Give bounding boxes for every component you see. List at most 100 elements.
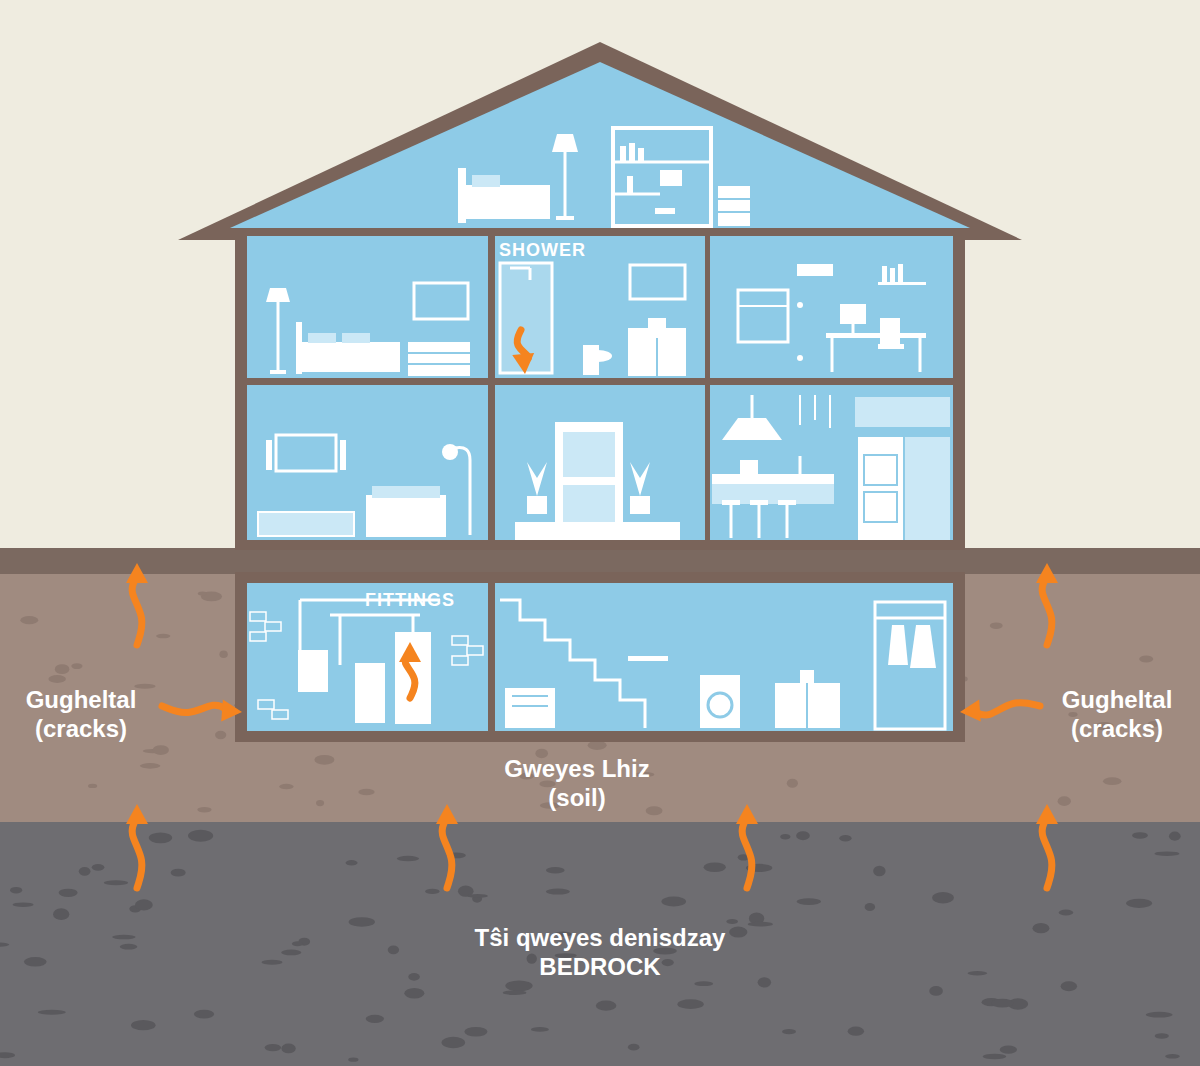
furniture-shape xyxy=(655,208,675,214)
rock-spot xyxy=(758,977,771,987)
rock-spot xyxy=(991,999,1013,1008)
furniture-shape xyxy=(563,432,615,477)
rock-spot xyxy=(677,999,703,1009)
radon-arrow xyxy=(742,818,752,888)
furniture-shape xyxy=(458,168,466,223)
furniture-shape xyxy=(882,266,887,282)
furniture-shape xyxy=(638,148,644,162)
soil-spot xyxy=(71,663,82,669)
rock-spot xyxy=(661,896,686,906)
furniture-line xyxy=(875,617,945,620)
rock-spot xyxy=(135,899,153,910)
soil-spot xyxy=(1103,777,1121,785)
crack-label: Gugheltal (cracks) xyxy=(1041,686,1193,744)
soil-spot xyxy=(197,807,211,812)
label-holder: Gugheltal (cracks) xyxy=(1041,686,1193,744)
rock-spot xyxy=(932,892,954,903)
furniture-line xyxy=(339,615,342,665)
rock-spot xyxy=(503,990,527,995)
radon-arrowhead xyxy=(1036,804,1058,824)
toilet-seat xyxy=(584,350,612,362)
furniture-shape xyxy=(342,333,370,343)
radon-arrowhead xyxy=(126,563,148,583)
rock-spot xyxy=(92,864,105,871)
rock-spot xyxy=(262,960,283,965)
furniture-shape xyxy=(366,495,446,537)
furniture-shape xyxy=(700,675,740,728)
rock-spot xyxy=(1132,832,1148,839)
region-label: FITTINGS xyxy=(365,590,485,612)
furniture-shape xyxy=(905,437,950,540)
rock-spot xyxy=(194,1010,214,1019)
soil-spot xyxy=(20,616,38,624)
radon-arrow xyxy=(974,703,1040,715)
furniture-shape xyxy=(630,496,650,514)
furniture-shape xyxy=(890,268,895,282)
rock-spot xyxy=(281,1044,295,1054)
house-walls xyxy=(235,228,965,550)
furniture-shape xyxy=(797,302,803,308)
rock-spot xyxy=(188,830,213,842)
rock-spot xyxy=(467,894,488,898)
rock-spot xyxy=(24,957,47,967)
furniture-shape xyxy=(308,333,336,343)
furniture-shape xyxy=(266,288,290,302)
radon-arrowhead xyxy=(126,804,148,824)
radon-arrow xyxy=(162,705,228,712)
crack-label: Gugheltal (cracks) xyxy=(5,686,157,744)
rock-spot xyxy=(628,1044,640,1051)
furniture-line xyxy=(408,363,470,365)
furniture-line xyxy=(758,505,761,538)
furniture-line xyxy=(299,600,302,650)
rock-spot xyxy=(1126,899,1152,908)
furniture-line xyxy=(852,324,855,333)
furniture-shape xyxy=(738,290,788,342)
room xyxy=(247,583,488,731)
radon-arrowhead xyxy=(1036,563,1058,583)
rock-spot xyxy=(968,971,988,975)
furniture-line xyxy=(277,300,280,372)
rock-spot xyxy=(404,988,424,999)
rock-spot xyxy=(596,1001,616,1011)
furniture-line xyxy=(510,267,530,270)
rock-spot xyxy=(53,908,69,920)
rock-spot xyxy=(929,986,943,996)
furniture-shape xyxy=(864,492,897,522)
radon-arrow xyxy=(405,656,415,698)
room xyxy=(247,385,488,540)
furniture-shape xyxy=(797,355,803,361)
furniture-shape xyxy=(750,500,768,505)
rock-spot xyxy=(1165,1054,1180,1058)
radon-arrowhead xyxy=(960,700,981,722)
radon-arrow xyxy=(132,577,142,645)
furniture-shape xyxy=(414,283,468,319)
stairs xyxy=(500,600,645,728)
soil-spot xyxy=(198,591,207,595)
room xyxy=(247,236,488,378)
furniture-shape xyxy=(298,650,328,692)
soil-spot xyxy=(48,675,66,683)
furniture-line xyxy=(512,695,548,697)
furniture-shape xyxy=(629,143,635,162)
bedrock-band xyxy=(0,822,1200,1066)
furniture-shape xyxy=(660,170,682,186)
furniture-line xyxy=(529,268,532,280)
radon-arrow xyxy=(442,818,452,888)
furniture-line xyxy=(814,395,816,420)
furniture-line xyxy=(730,505,733,538)
furniture-line xyxy=(919,338,922,372)
rock-spot xyxy=(1155,1033,1169,1038)
rock-spot xyxy=(13,902,34,907)
rock-spot xyxy=(408,973,420,981)
soil-spot xyxy=(787,779,798,788)
rock-spot xyxy=(397,856,419,861)
brick xyxy=(452,656,468,665)
rock-spot xyxy=(1061,981,1077,991)
rock-spot xyxy=(425,889,439,894)
furniture-shape xyxy=(898,264,903,282)
furniture-shape xyxy=(408,342,470,376)
rock-spot xyxy=(0,1052,15,1058)
furniture-shape xyxy=(855,397,950,427)
brick xyxy=(250,632,266,641)
